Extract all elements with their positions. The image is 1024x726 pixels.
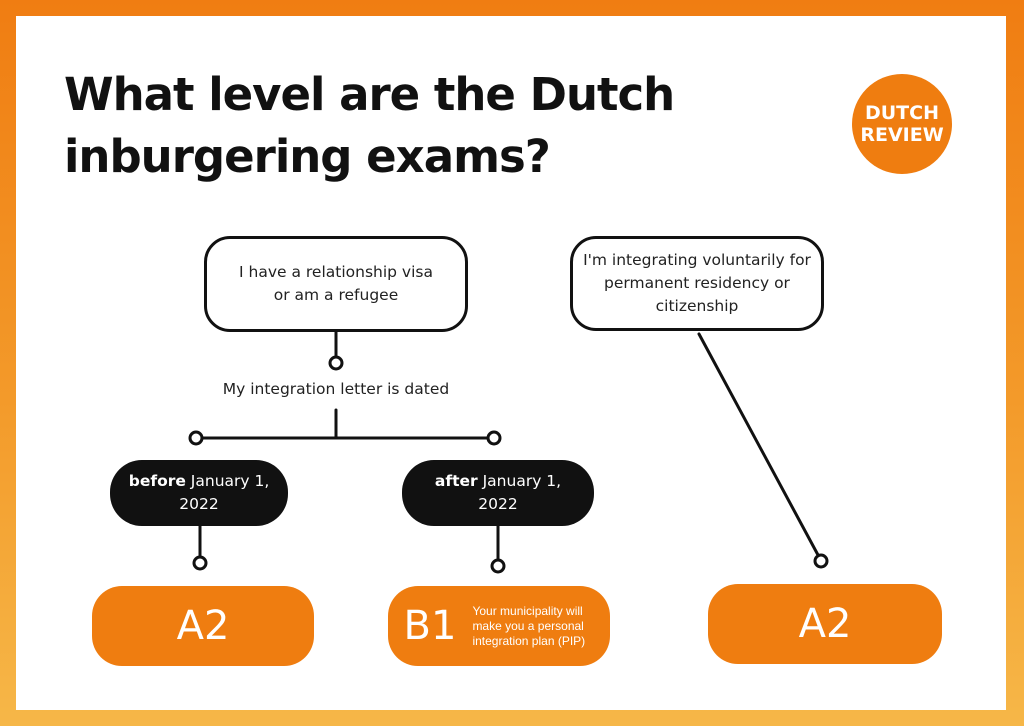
before-year: 2022 — [179, 495, 219, 513]
after-bold: after — [434, 472, 478, 490]
relationship-visa-box: I have a relationship visa or am a refug… — [204, 236, 468, 332]
page-title: What level are the Dutch inburgering exa… — [64, 64, 764, 188]
voluntary-line-2: permanent residency or — [604, 274, 790, 292]
node-after — [490, 558, 506, 574]
node-before — [192, 555, 208, 571]
before-bold: before — [128, 472, 186, 490]
integration-letter-label: My integration letter is dated — [222, 380, 450, 398]
voluntary-line-3: citizenship — [655, 297, 739, 315]
result-a2-right-level: A2 — [798, 601, 852, 647]
after-date-pill: after January 1, 2022 — [402, 460, 594, 526]
before-date-pill: before January 1, 2022 — [110, 460, 288, 526]
voluntary-integration-box: I'm integrating voluntarily for permanen… — [570, 236, 824, 331]
result-b1-level: B1 — [403, 603, 457, 649]
result-b1-note: Your municipality will make you a person… — [472, 603, 586, 648]
logo-line-2: REVIEW — [860, 124, 944, 146]
before-rest: January 1, — [185, 472, 270, 490]
relationship-line-2: or am a refugee — [273, 286, 399, 304]
title-line-2: inburgering exams? — [64, 130, 551, 183]
result-a2-right: A2 — [708, 584, 942, 664]
dutch-review-logo: DUTCH REVIEW — [852, 74, 952, 174]
logo-line-1: DUTCH — [864, 102, 939, 124]
voluntary-line-1: I'm integrating voluntarily for — [583, 251, 811, 269]
result-a2-left: A2 — [92, 586, 314, 666]
node-relationship — [328, 355, 344, 371]
relationship-line-1: I have a relationship visa — [239, 263, 433, 281]
result-b1-middle: B1 Your municipality will make you a per… — [388, 586, 610, 666]
title-line-1: What level are the Dutch — [64, 68, 675, 121]
node-branch-right — [486, 430, 502, 446]
after-year: 2022 — [478, 495, 518, 513]
connector-voluntary-diagonal — [697, 332, 820, 557]
result-a2-left-level: A2 — [176, 603, 230, 649]
node-voluntary — [813, 553, 829, 569]
after-rest: January 1, — [477, 472, 562, 490]
node-branch-left — [188, 430, 204, 446]
